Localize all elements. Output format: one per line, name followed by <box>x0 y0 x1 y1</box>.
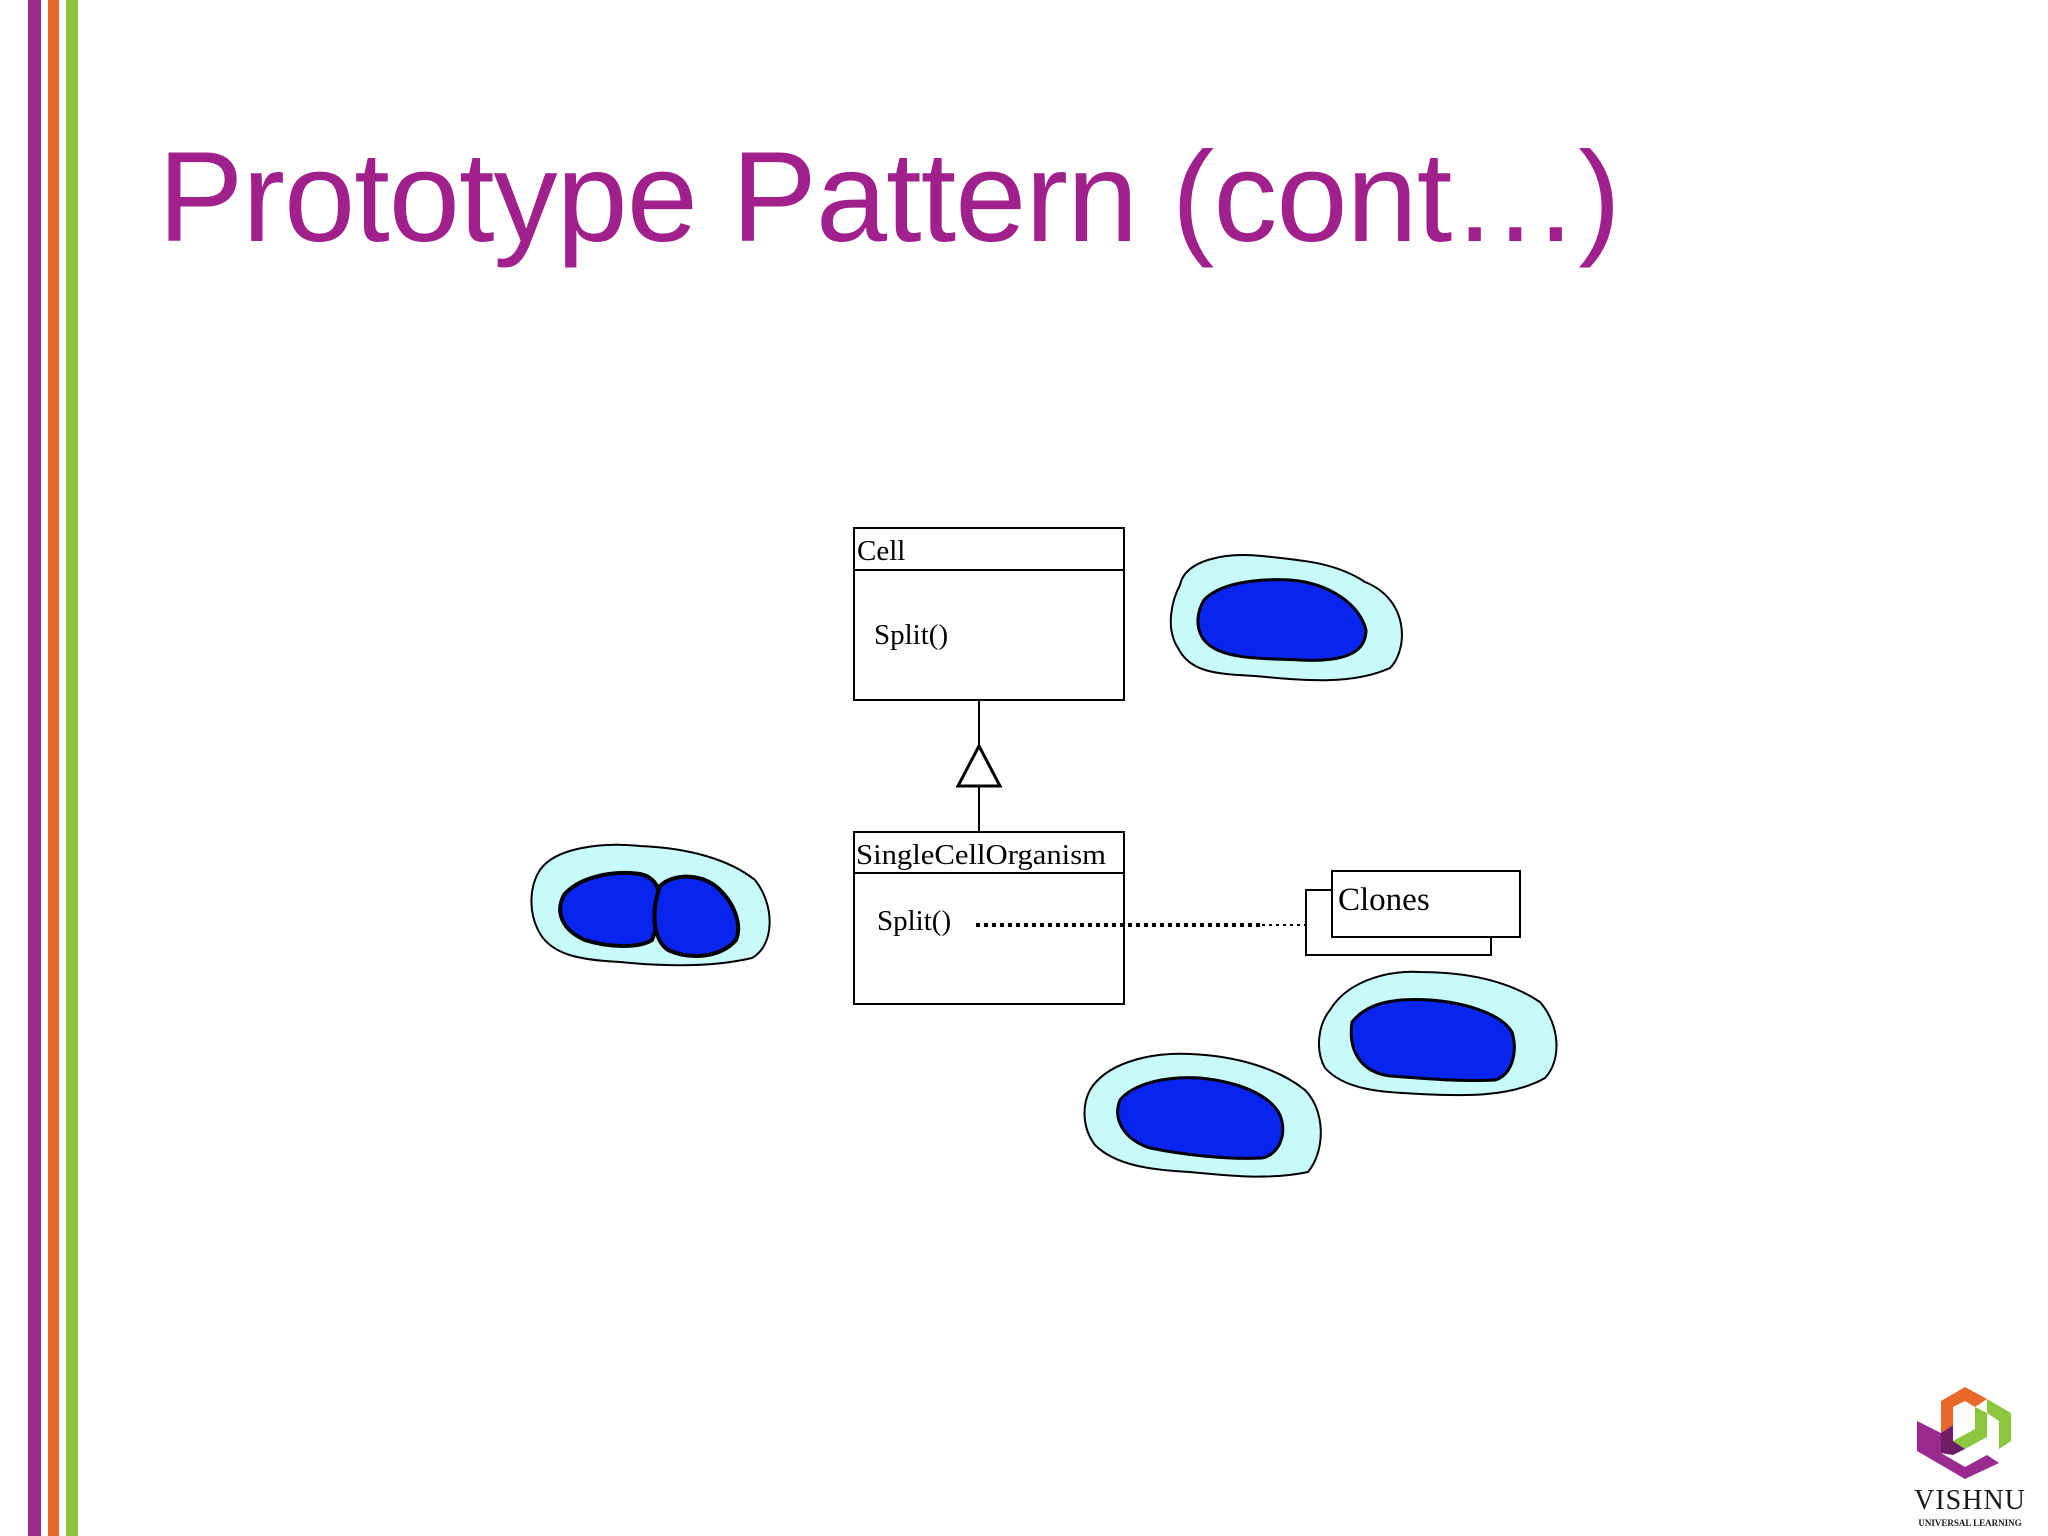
clones-note: Clones <box>1305 870 1521 956</box>
logo-tagline: UNIVERSAL LEARNING <box>1918 1518 2022 1528</box>
vishnu-logo-icon <box>1917 1387 2011 1479</box>
stripe-orange <box>48 0 59 1536</box>
subclass-box: SingleCellOrganism Split() <box>853 831 1125 1005</box>
subclass-method: Split() <box>877 905 951 937</box>
logo-name: VISHNU <box>1914 1485 2026 1516</box>
cell-class-name: Cell <box>857 535 905 567</box>
slide-title: Prototype Pattern (cont…) <box>158 126 1621 269</box>
subclass-name: SingleCellOrganism <box>856 839 1106 871</box>
cell-illustration-right <box>1318 970 1558 1097</box>
clones-label: Clones <box>1338 882 1430 918</box>
inheritance-arrow <box>955 700 1003 832</box>
cell-illustration-dividing <box>530 843 771 967</box>
cell-illustration-bottom <box>1083 1052 1322 1178</box>
cell-class-method: Split() <box>874 619 948 651</box>
cell-class-box: Cell Split() <box>853 527 1125 701</box>
stripe-purple <box>28 0 41 1536</box>
cell-illustration-top <box>1169 554 1403 682</box>
stripe-green <box>66 0 78 1536</box>
